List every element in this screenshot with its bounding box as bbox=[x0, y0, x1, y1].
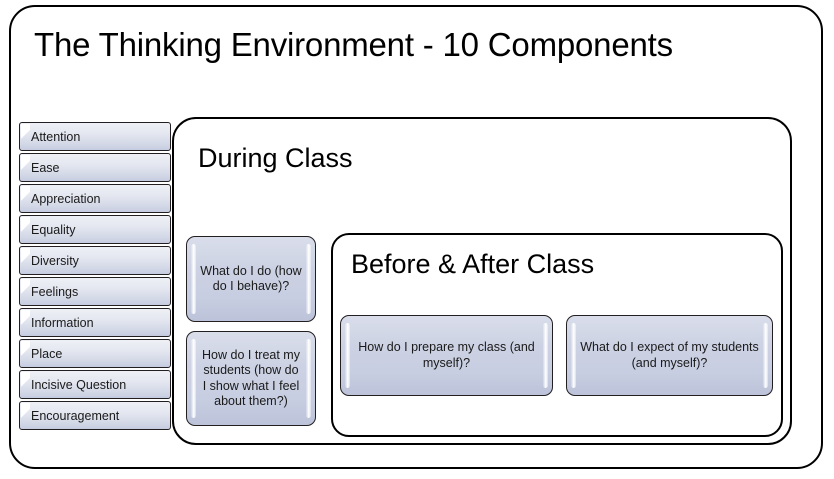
component-label: Ease bbox=[31, 160, 60, 175]
component-chip-attention[interactable]: Attention bbox=[19, 122, 171, 151]
before-after-class-title: Before & After Class bbox=[351, 249, 595, 279]
component-label: Diversity bbox=[31, 253, 79, 268]
component-chip-place[interactable]: Place bbox=[19, 339, 171, 368]
component-chip-feelings[interactable]: Feelings bbox=[19, 277, 171, 306]
component-label: Information bbox=[31, 315, 94, 330]
before-after-question-prepare-class[interactable]: How do I prepare my class (and myself)? bbox=[340, 315, 553, 396]
component-chip-encouragement[interactable]: Encouragement bbox=[19, 401, 171, 430]
during-class-title: During Class bbox=[198, 143, 353, 173]
component-label: Place bbox=[31, 346, 63, 361]
components-list: Attention Ease Appreciation Equality Div… bbox=[19, 122, 171, 432]
component-chip-diversity[interactable]: Diversity bbox=[19, 246, 171, 275]
during-class-question-treat-students[interactable]: How do I treat my students (how do I sho… bbox=[186, 331, 316, 426]
component-chip-incisive-question[interactable]: Incisive Question bbox=[19, 370, 171, 399]
question-text: What do I expect of my students (and mys… bbox=[580, 340, 759, 370]
question-text: How do I prepare my class (and myself)? bbox=[358, 340, 535, 370]
component-label: Encouragement bbox=[31, 408, 120, 423]
question-text: How do I treat my students (how do I sho… bbox=[202, 348, 300, 408]
component-chip-appreciation[interactable]: Appreciation bbox=[19, 184, 171, 213]
component-label: Incisive Question bbox=[31, 377, 127, 392]
before-after-question-expectations[interactable]: What do I expect of my students (and mys… bbox=[566, 315, 773, 396]
component-label: Attention bbox=[31, 129, 81, 144]
during-class-question-behave[interactable]: What do I do (how do I behave)? bbox=[186, 236, 316, 322]
component-chip-information[interactable]: Information bbox=[19, 308, 171, 337]
component-label: Appreciation bbox=[31, 191, 101, 206]
component-chip-ease[interactable]: Ease bbox=[19, 153, 171, 182]
question-text: What do I do (how do I behave)? bbox=[200, 263, 302, 293]
component-label: Feelings bbox=[31, 284, 79, 299]
component-chip-equality[interactable]: Equality bbox=[19, 215, 171, 244]
page-title: The Thinking Environment - 10 Components bbox=[34, 26, 673, 63]
component-label: Equality bbox=[31, 222, 76, 237]
